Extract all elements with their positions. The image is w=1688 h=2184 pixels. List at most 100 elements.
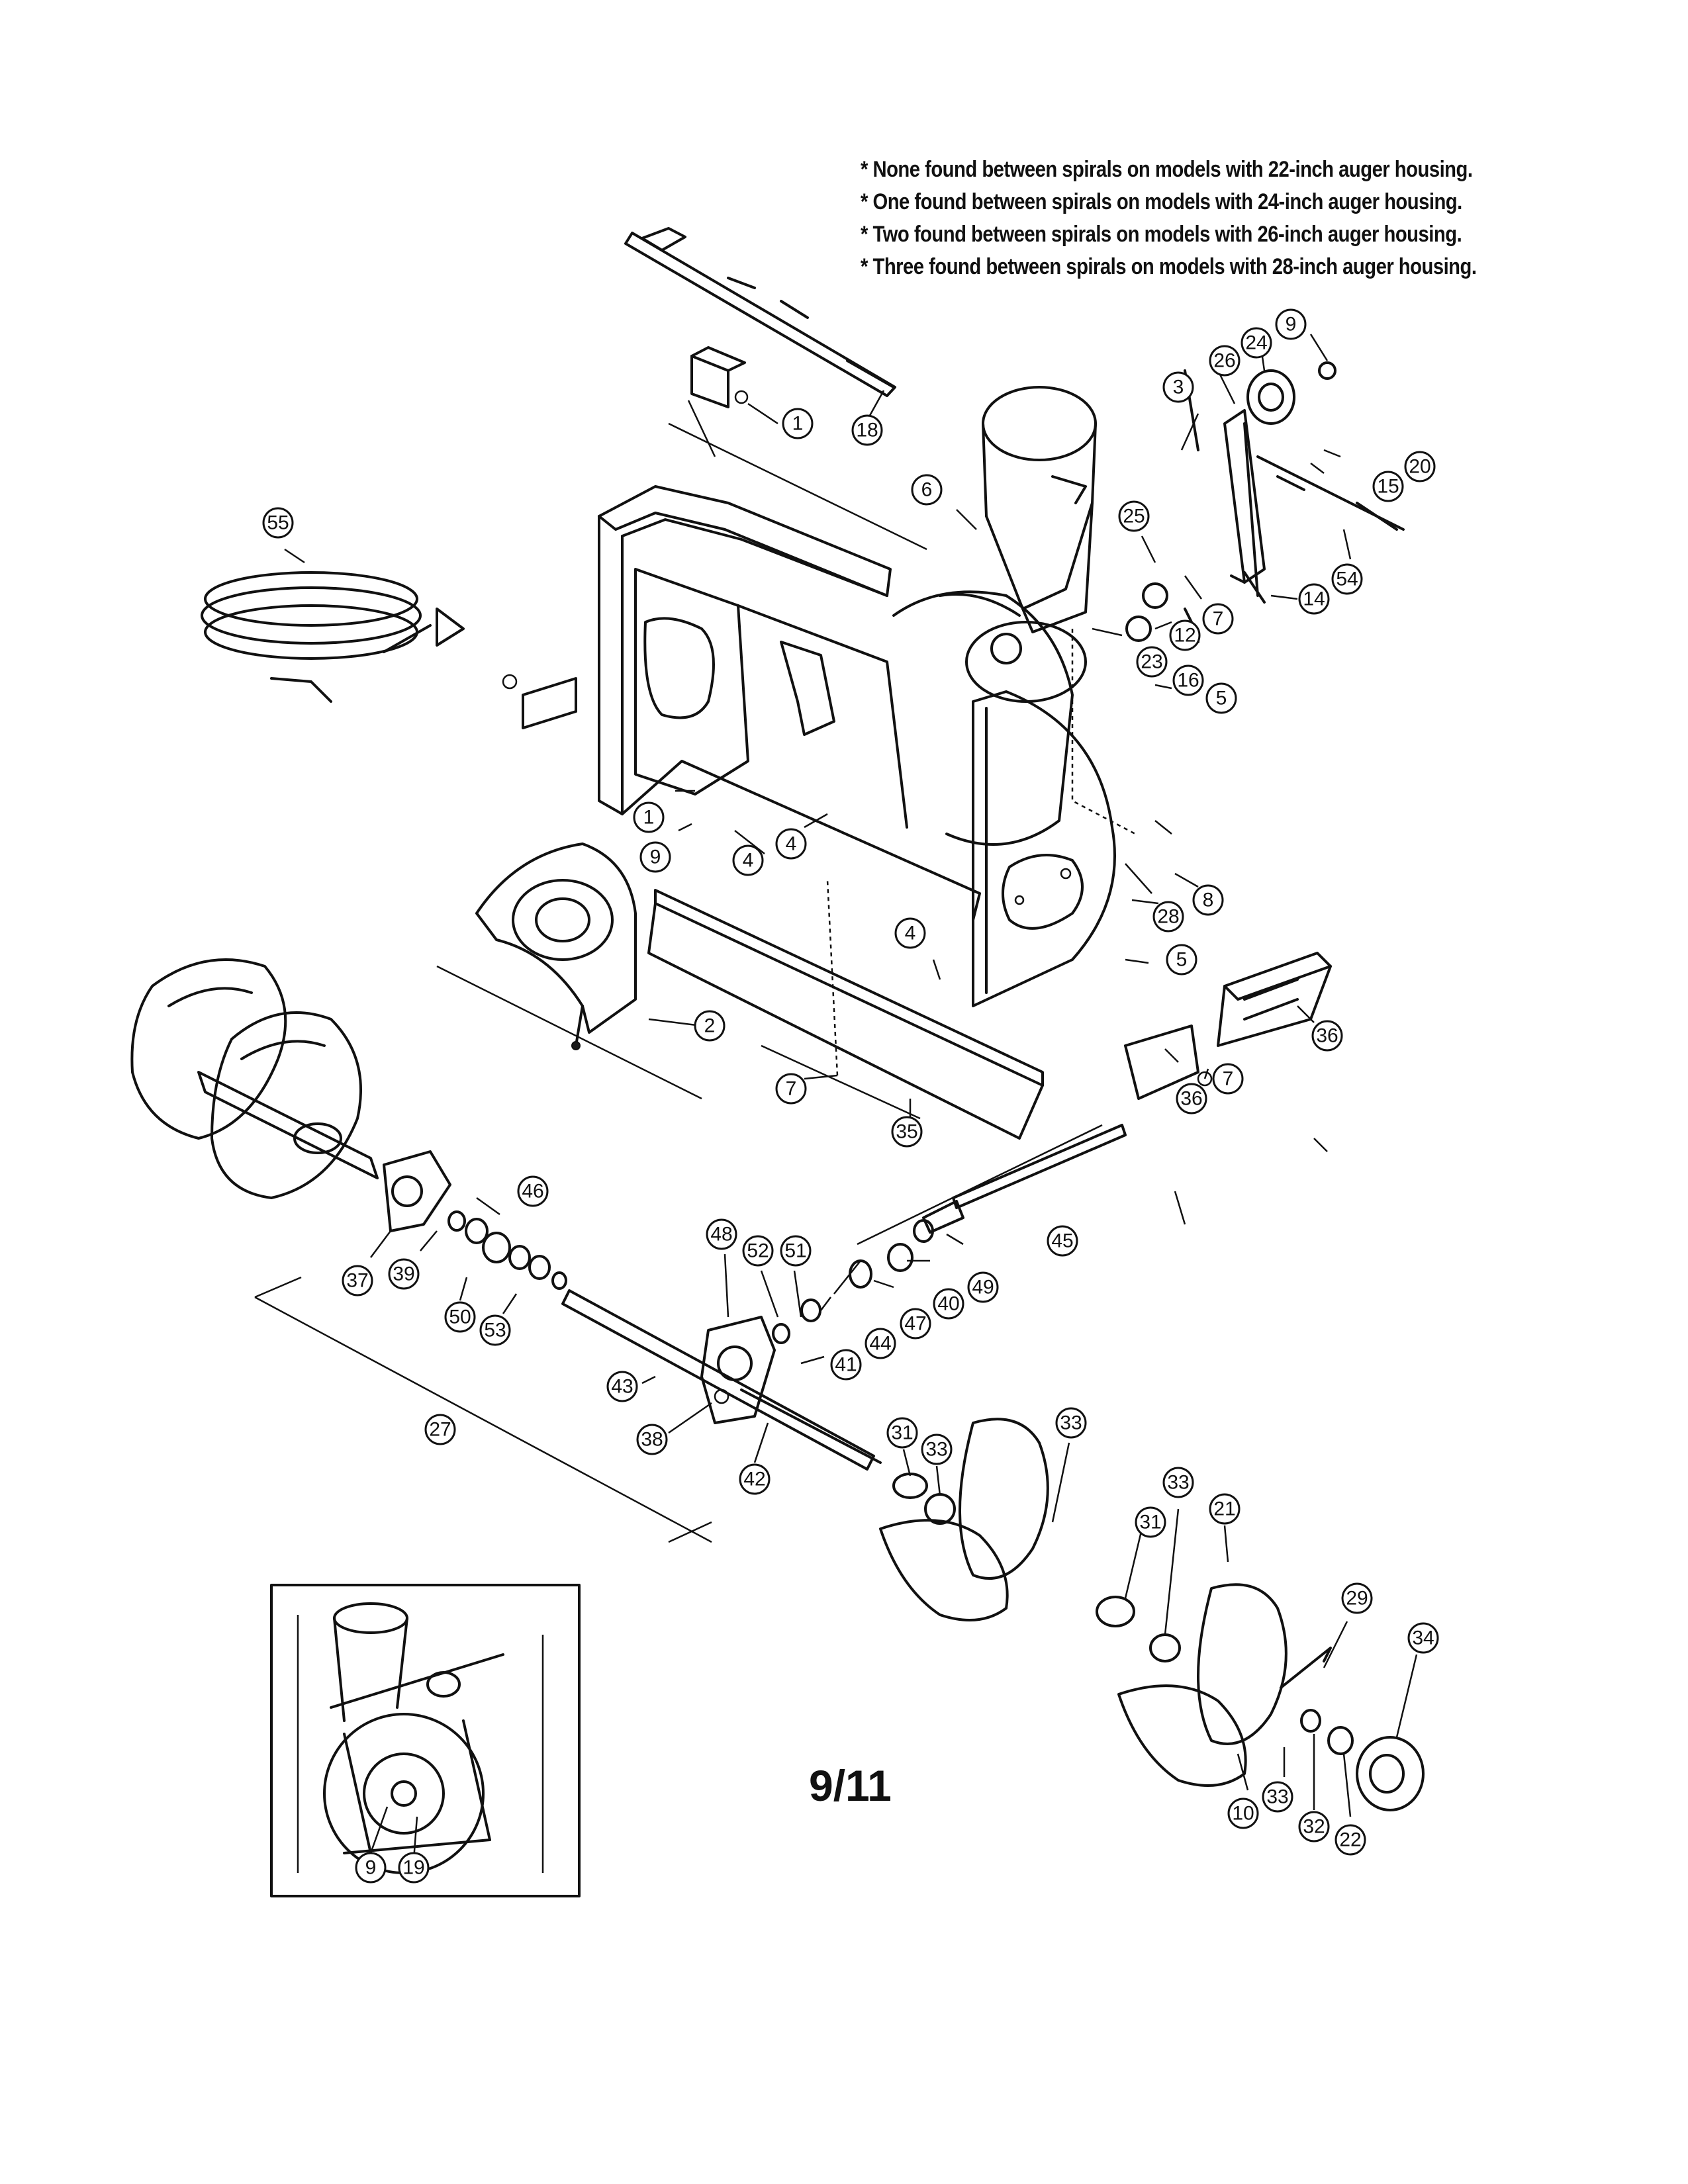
svg-text:52: 52 <box>747 1240 769 1262</box>
svg-text:29: 29 <box>1346 1588 1368 1610</box>
idler-bracket <box>1223 409 1266 597</box>
svg-text:25: 25 <box>1123 506 1145 527</box>
callout-41: 41 <box>830 1349 862 1381</box>
svg-text:32: 32 <box>1303 1816 1325 1838</box>
svg-text:1: 1 <box>643 807 655 829</box>
callout-18: 18 <box>851 414 883 446</box>
callout-2: 2 <box>694 1010 726 1042</box>
svg-text:49: 49 <box>972 1277 994 1298</box>
callout-5-b: 5 <box>1166 944 1197 976</box>
worm-shaft <box>922 1124 1127 1234</box>
svg-text:33: 33 <box>925 1439 947 1461</box>
callout-14: 14 <box>1298 583 1330 615</box>
svg-text:7: 7 <box>1213 608 1224 630</box>
callout-43: 43 <box>606 1371 638 1402</box>
svg-text:16: 16 <box>1177 670 1199 692</box>
callout-21: 21 <box>1209 1493 1241 1525</box>
svg-text:7: 7 <box>786 1078 797 1100</box>
svg-text:1: 1 <box>792 413 804 435</box>
callout-31-b: 31 <box>1135 1506 1166 1538</box>
callout-46: 46 <box>517 1175 549 1207</box>
callout-33-d: 33 <box>1262 1781 1293 1813</box>
svg-text:46: 46 <box>522 1181 543 1203</box>
svg-text:18: 18 <box>856 420 878 441</box>
svg-text:22: 22 <box>1339 1829 1361 1851</box>
callout-1-b: 1 <box>633 801 665 833</box>
note-24-inch: * One found between spirals on models wi… <box>861 189 1462 214</box>
callout-6: 6 <box>911 474 943 506</box>
svg-text:55: 55 <box>267 512 289 534</box>
spiral-notes: * None found between spirals on models w… <box>861 154 1523 283</box>
callout-42: 42 <box>739 1463 771 1495</box>
callout-7-c: 7 <box>1212 1063 1244 1095</box>
svg-text:26: 26 <box>1213 350 1235 372</box>
callout-55: 55 <box>262 507 294 539</box>
svg-text:5: 5 <box>1176 949 1188 971</box>
svg-text:34: 34 <box>1412 1627 1434 1649</box>
svg-text:44: 44 <box>869 1333 891 1355</box>
callout-45: 45 <box>1047 1225 1078 1257</box>
svg-text:38: 38 <box>641 1429 663 1451</box>
callout-39: 39 <box>388 1258 420 1290</box>
callout-50: 50 <box>444 1301 476 1333</box>
callout-25: 25 <box>1118 500 1150 532</box>
scraper-bar <box>647 889 1044 1140</box>
callout-33-a: 33 <box>921 1433 953 1465</box>
svg-text:42: 42 <box>743 1469 765 1490</box>
callout-26: 26 <box>1209 345 1241 377</box>
callout-1-top: 1 <box>782 408 814 439</box>
rod-bracket <box>690 346 749 408</box>
note-28-inch: * Three found between spirals on models … <box>861 254 1477 279</box>
svg-text:27: 27 <box>429 1419 451 1441</box>
right-side-plate <box>972 690 1116 1007</box>
svg-text:24: 24 <box>1245 332 1267 354</box>
callout-32: 32 <box>1298 1811 1330 1843</box>
svg-text:33: 33 <box>1266 1786 1288 1808</box>
callout-20: 20 <box>1404 451 1436 482</box>
callout-31-a: 31 <box>886 1417 918 1449</box>
svg-text:43: 43 <box>611 1376 633 1398</box>
callout-15: 15 <box>1372 471 1404 502</box>
svg-text:33: 33 <box>1167 1472 1189 1494</box>
auger-housing <box>598 485 1087 921</box>
callout-40: 40 <box>933 1288 964 1320</box>
callout-7-a: 7 <box>1202 603 1234 635</box>
svg-text:53: 53 <box>484 1320 506 1342</box>
svg-text:5: 5 <box>1216 688 1227 709</box>
svg-text:19: 19 <box>402 1857 424 1879</box>
callout-5-a: 5 <box>1205 682 1237 714</box>
callout-29: 29 <box>1341 1582 1373 1614</box>
svg-text:4: 4 <box>905 923 916 944</box>
callout-3: 3 <box>1162 371 1194 403</box>
note-26-inch: * Two found between spirals on models wi… <box>861 222 1462 247</box>
svg-text:40: 40 <box>937 1293 959 1315</box>
left-skid-small <box>502 674 577 729</box>
callout-7-b: 7 <box>775 1073 807 1105</box>
callout-33-b: 33 <box>1055 1407 1087 1439</box>
svg-text:20: 20 <box>1409 456 1430 478</box>
svg-text:28: 28 <box>1157 906 1179 928</box>
note-22-inch: * None found between spirals on models w… <box>861 157 1473 182</box>
skid-shoe-rear <box>1124 1024 1213 1100</box>
callout-51: 51 <box>780 1235 812 1267</box>
callout-9-top: 9 <box>1275 308 1307 340</box>
svg-text:3: 3 <box>1173 377 1184 398</box>
svg-text:15: 15 <box>1377 476 1399 498</box>
svg-text:50: 50 <box>449 1306 471 1328</box>
auger-shaft <box>561 1289 882 1471</box>
svg-text:21: 21 <box>1213 1498 1235 1520</box>
bearing-housing <box>1356 1736 1425 1811</box>
svg-text:33: 33 <box>1060 1412 1082 1434</box>
callout-44: 44 <box>865 1328 896 1359</box>
svg-text:41: 41 <box>835 1354 857 1376</box>
svg-text:7: 7 <box>1223 1068 1234 1090</box>
svg-text:23: 23 <box>1141 651 1162 673</box>
svg-text:47: 47 <box>904 1313 926 1335</box>
callout-52: 52 <box>742 1235 774 1267</box>
svg-text:51: 51 <box>784 1240 806 1262</box>
callout-38: 38 <box>636 1424 668 1455</box>
svg-text:54: 54 <box>1336 569 1358 590</box>
callout-48: 48 <box>706 1218 737 1250</box>
svg-text:45: 45 <box>1051 1230 1073 1252</box>
